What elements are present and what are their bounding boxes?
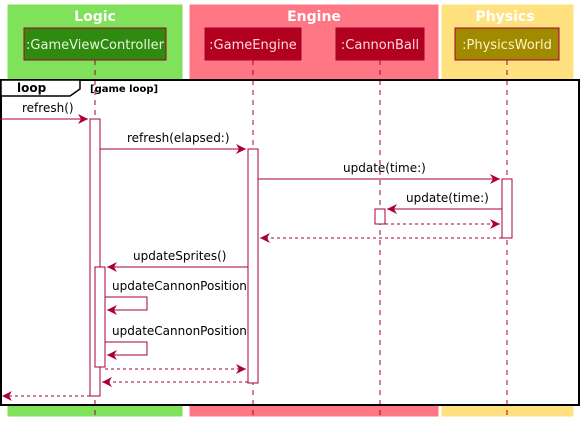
participant-gameviewcontroller bbox=[23, 27, 167, 61]
loop-fragment-tab bbox=[0, 79, 81, 97]
message-update-time-physics-label: update(time:) bbox=[343, 161, 426, 175]
message-update-time-cannonball-label: update(time:) bbox=[406, 191, 489, 205]
activation-physicsworld bbox=[501, 178, 513, 239]
box-title-physics: Physics bbox=[475, 9, 534, 25]
participant-physicsworld-label: :PhysicsWorld bbox=[462, 38, 552, 53]
loop-guard: [game loop] bbox=[90, 84, 158, 95]
participant-cannonball bbox=[335, 27, 425, 61]
self-message-update-cannon-position-2-label: updateCannonPosition bbox=[112, 324, 247, 338]
loop-fragment-frame bbox=[0, 79, 580, 406]
message-update-sprites-label: updateSprites() bbox=[133, 249, 227, 263]
activation-gameviewcontroller-outer bbox=[89, 118, 101, 397]
box-title-engine: Engine bbox=[287, 9, 341, 25]
self-message-update-cannon-position-1-arrow bbox=[105, 296, 148, 315]
message-refresh-elapsed-label: refresh(elapsed:) bbox=[127, 131, 230, 145]
activation-gameengine bbox=[247, 148, 259, 384]
activation-gameviewcontroller-inner bbox=[94, 266, 106, 368]
participant-gameviewcontroller-label: :GameViewController bbox=[26, 38, 165, 53]
activation-cannonball bbox=[374, 208, 386, 225]
self-message-update-cannon-position-1-label: updateCannonPosition bbox=[112, 279, 247, 293]
self-message-update-cannon-position-2-arrow bbox=[105, 341, 148, 360]
box-title-logic: Logic bbox=[74, 9, 116, 25]
loop-fragment-background bbox=[1, 80, 579, 405]
participant-cannonball-label: :CannonBall bbox=[341, 38, 419, 53]
participant-gameengine-label: :GameEngine bbox=[209, 38, 297, 53]
message-refresh-label: refresh() bbox=[22, 101, 74, 115]
loop-keyword: loop bbox=[17, 81, 47, 95]
